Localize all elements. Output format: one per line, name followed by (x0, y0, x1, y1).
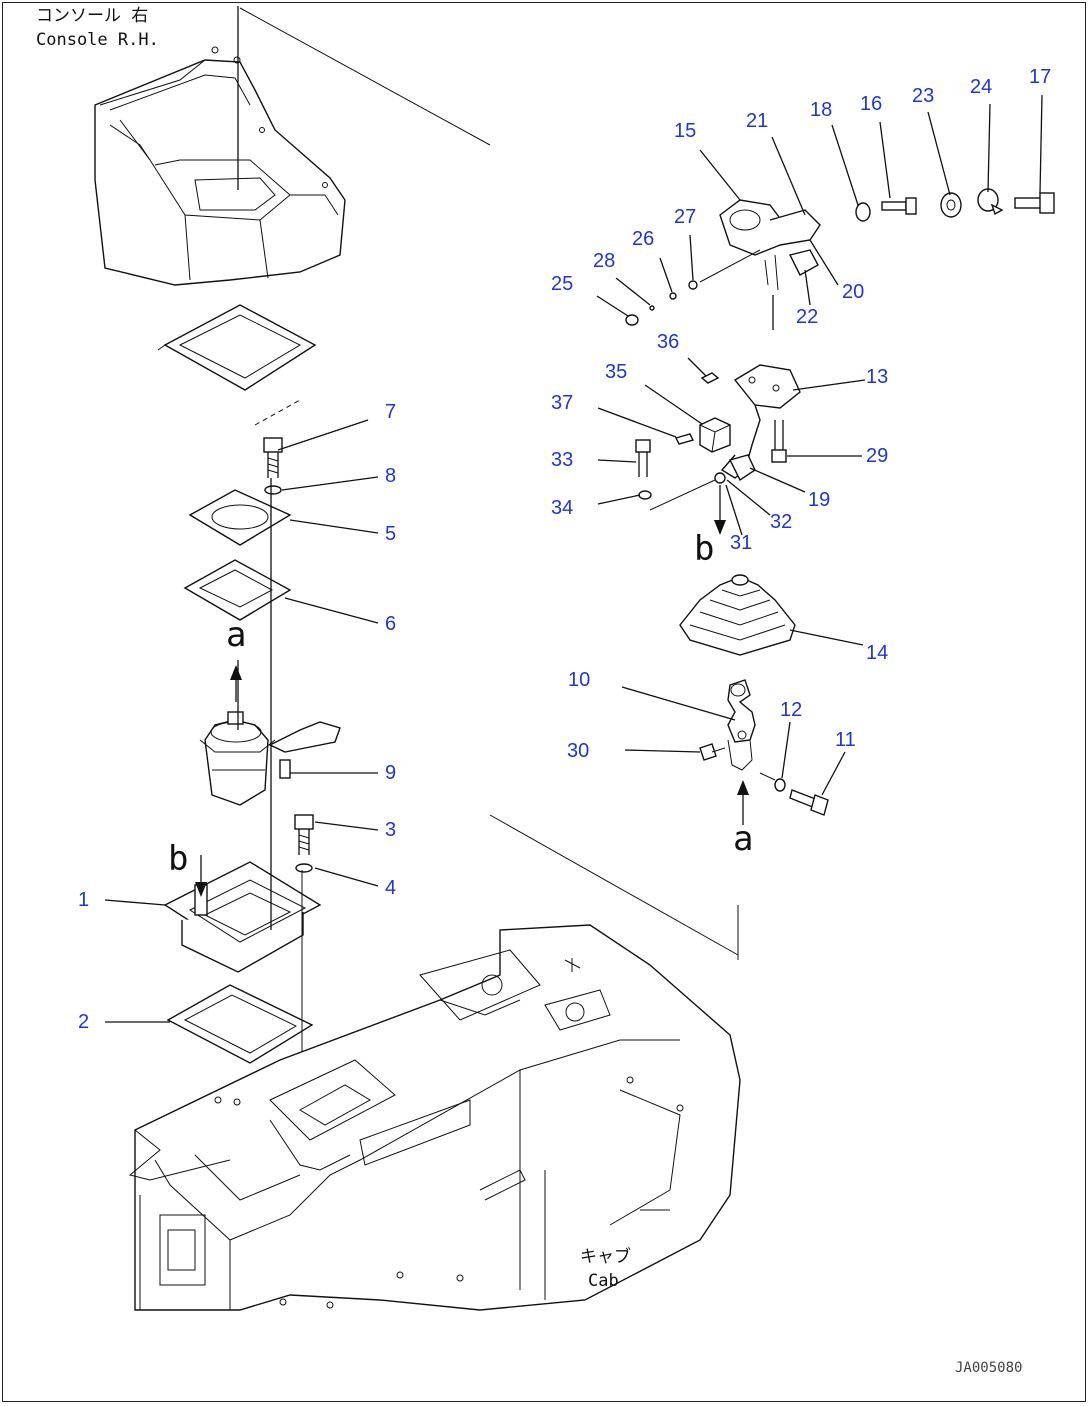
callout-17: 17 (1029, 66, 1052, 88)
nut-32 (714, 472, 726, 484)
view-letter-b-upper: b (168, 839, 189, 879)
callout-2: 2 (78, 1011, 90, 1033)
callout-21: 21 (746, 110, 769, 132)
bolt-16 (881, 197, 917, 215)
switch-35 (699, 417, 731, 453)
callout-25: 25 (551, 273, 574, 295)
view-letter-a-lower: a (733, 819, 754, 859)
clip-36 (700, 372, 720, 384)
nut-23 (940, 192, 962, 218)
cab-label-en: Cab (588, 1271, 619, 1291)
bolt-29 (771, 420, 787, 463)
pin-28 (649, 305, 655, 311)
callout-22: 22 (796, 306, 819, 328)
cab-label-jp: キャブ (580, 1247, 631, 1267)
switch-assembly-15 (719, 199, 821, 291)
gasket-2 (166, 984, 314, 1064)
callout-27: 27 (674, 206, 697, 228)
callout-9: 9 (385, 762, 397, 784)
washer-27 (688, 280, 698, 290)
callout-34: 34 (551, 497, 574, 519)
arrow-a-up-upper (230, 665, 242, 680)
callout-11: 11 (835, 729, 856, 751)
callout-26: 26 (632, 228, 655, 250)
arrow-a-up-lower (737, 780, 749, 795)
console-label-en: Console R.H. (36, 30, 159, 50)
bolt-3 (294, 814, 314, 855)
seal-6 (183, 559, 292, 621)
callout-19: 19 (808, 489, 831, 511)
console-gasket (157, 304, 317, 391)
knob-24 (977, 188, 1004, 216)
callout-20: 20 (842, 281, 865, 303)
bolt-11 (789, 789, 829, 816)
washer-4 (295, 863, 313, 873)
lever-unit-9 (199, 711, 341, 806)
bolt-7 (263, 437, 283, 478)
console-label-jp: コンソール 右 (36, 6, 149, 26)
washer-12 (774, 778, 786, 792)
pin-37 (674, 433, 695, 445)
boot-14 (679, 574, 796, 656)
lever-10 (727, 679, 756, 771)
callout-24: 24 (970, 76, 993, 98)
callout-32: 32 (770, 511, 793, 533)
callout-6: 6 (385, 613, 397, 635)
washer-26 (669, 292, 677, 300)
callout-14: 14 (866, 642, 889, 664)
callout-5: 5 (385, 523, 397, 545)
callout-12: 12 (780, 699, 803, 721)
callout-4: 4 (385, 877, 397, 899)
cab-floor (128, 924, 741, 1311)
callout-37: 37 (551, 392, 574, 414)
console-cover (94, 46, 346, 286)
callout-1: 1 (78, 889, 90, 911)
callout-36: 36 (657, 331, 680, 353)
bolt-30 (699, 743, 726, 761)
callout-30: 30 (567, 740, 590, 762)
callout-16: 16 (860, 93, 883, 115)
leader-lines (104, 94, 1043, 1023)
callout-10: 10 (568, 669, 591, 691)
document-id: JA005080 (955, 1360, 1023, 1376)
callout-3: 3 (385, 819, 397, 841)
arrow-b-down-lower (195, 882, 207, 897)
washer-34 (638, 490, 652, 500)
callout-28: 28 (593, 250, 616, 272)
callout-29: 29 (866, 445, 889, 467)
view-letter-b-lower: b (694, 529, 715, 569)
washer-8 (264, 485, 282, 495)
callout-8: 8 (385, 465, 397, 487)
callout-18: 18 (810, 99, 833, 121)
plate-5 (188, 489, 292, 546)
callout-33: 33 (551, 449, 574, 471)
view-letter-a-upper: a (226, 615, 247, 655)
bolt-33 (635, 439, 651, 477)
nut-25 (625, 314, 639, 326)
callout-7: 7 (385, 401, 397, 423)
callout-23: 23 (912, 85, 935, 107)
arrow-b-down (714, 520, 726, 535)
washer-18 (855, 202, 871, 222)
callout-13: 13 (866, 366, 889, 388)
base-box-1 (163, 861, 322, 973)
callout-15: 15 (674, 120, 697, 142)
callout-31: 31 (730, 532, 753, 554)
callout-35: 35 (605, 361, 628, 383)
bolt-17 (1014, 192, 1055, 214)
